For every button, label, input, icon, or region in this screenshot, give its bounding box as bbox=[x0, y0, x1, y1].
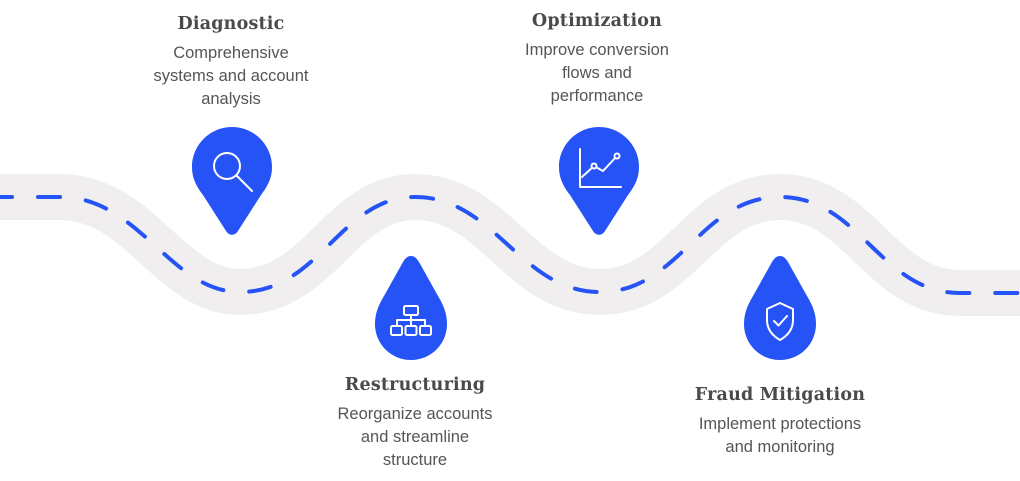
droplet-shape bbox=[744, 256, 816, 360]
road-center-dashes bbox=[0, 194, 1020, 295]
step-optimization: Optimization Improve conversion flows an… bbox=[486, 10, 708, 108]
org-chart-icon bbox=[390, 305, 432, 336]
droplet-shape bbox=[375, 256, 447, 360]
map-pin-marker bbox=[559, 127, 639, 235]
map-pin-marker bbox=[192, 127, 272, 235]
pin-shape bbox=[559, 127, 639, 235]
step-title: Fraud Mitigation bbox=[694, 385, 866, 405]
step-description: Improve conversion flows and performance bbox=[525, 41, 669, 105]
step-diagnostic: Diagnostic Comprehensive systems and acc… bbox=[120, 13, 342, 111]
step-restructuring: Restructuring Reorganize accounts and st… bbox=[300, 374, 530, 472]
droplet-marker bbox=[375, 256, 447, 360]
step-title: Restructuring bbox=[344, 375, 486, 395]
droplet-marker bbox=[744, 256, 816, 360]
step-description: Reorganize accounts and streamline struc… bbox=[337, 405, 493, 469]
shield-check-icon bbox=[766, 302, 794, 341]
step-description: Comprehensive systems and account analys… bbox=[153, 44, 309, 108]
line-chart-icon bbox=[579, 148, 622, 188]
pin-shape bbox=[192, 127, 272, 235]
step-description: Implement protections and monitoring bbox=[698, 415, 862, 456]
step-fraud-mitigation: Fraud Mitigation Implement protections a… bbox=[664, 384, 896, 459]
step-title: Diagnostic bbox=[177, 14, 285, 34]
magnifier-icon bbox=[213, 152, 253, 192]
step-title: Optimization bbox=[531, 11, 663, 31]
